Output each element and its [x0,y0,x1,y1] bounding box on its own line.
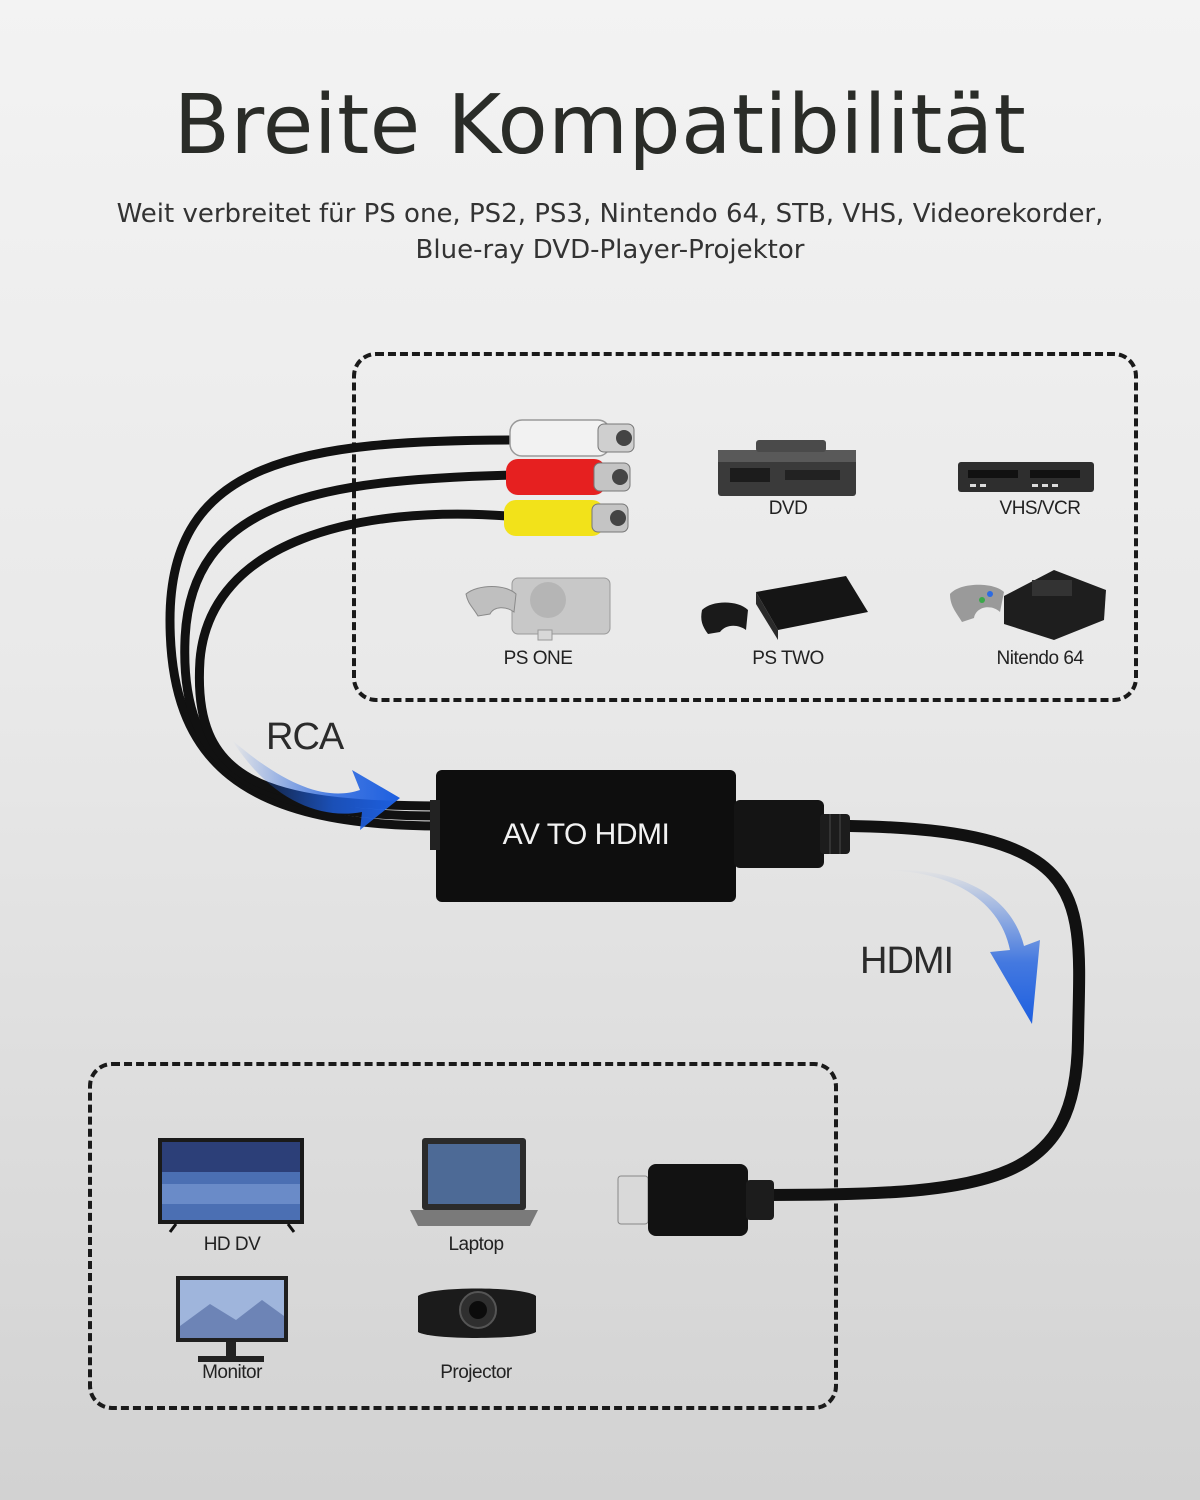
subtitle-line-1: Weit verbreitet für PS one, PS2, PS3, Ni… [116,199,1104,229]
hd-dv-label: HD DV [203,1234,261,1255]
hdmi-cable [764,820,1086,1201]
hdmi-arrow [880,869,1040,1024]
ps-one-icon [465,577,611,641]
hdmi-plug-converter [734,800,850,868]
monitor-icon [176,1276,288,1362]
hdmi-label: HDMI [860,940,954,982]
rca-yellow-plug [504,500,629,536]
nintendo-64-icon [950,570,1106,640]
page-title: Breite Kompatibilität [173,78,1027,173]
dvd-player-icon [718,440,856,496]
hd-tv-icon [158,1138,304,1233]
laptop-label: Laptop [448,1234,504,1255]
rca-white-plug [509,419,635,457]
subtitle-line-2: Blue-ray DVD-Player-Projektor [415,235,805,265]
n64-label: Nitendo 64 [996,648,1084,669]
ps-two-icon [701,576,868,640]
rca-red-plug [506,459,631,495]
hdmi-plug-end [617,1164,774,1236]
rca-cables [165,435,525,831]
rca-label: RCA [266,716,344,758]
vhs-label: VHS/VCR [999,498,1081,519]
ps-two-label: PS TWO [752,648,824,669]
laptop-icon [410,1138,538,1226]
vhs-vcr-icon [958,462,1094,492]
projector-icon [418,1288,536,1338]
output-devices-panel [88,1062,838,1410]
ps-one-label: PS ONE [503,648,573,669]
converter-label: AV TO HDMI [502,818,670,851]
projector-label: Projector [440,1362,512,1383]
dvd-label: DVD [768,498,808,519]
converter-box [436,770,736,902]
rca-arrow [232,740,400,830]
monitor-label: Monitor [202,1362,262,1383]
